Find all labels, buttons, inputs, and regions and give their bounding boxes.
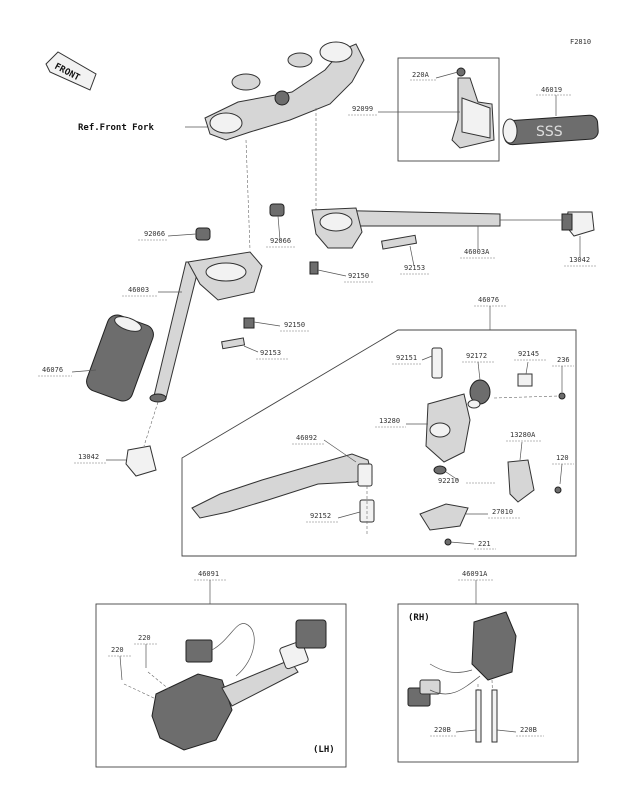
front-arrow-icon: FRONT	[45, 51, 97, 91]
label-46019: 46019	[541, 86, 562, 94]
left-switch-housing	[151, 619, 327, 751]
left-bar-end-weight	[125, 445, 157, 477]
label-92066-left: 92066	[144, 230, 165, 238]
label-220-lh-b: 220	[111, 646, 124, 654]
label-13280A: 13280A	[510, 431, 536, 439]
label-13042-left: 13042	[78, 453, 99, 461]
right-bar-end-weight	[561, 211, 595, 237]
label-92153-left: 92153	[260, 349, 281, 357]
upper-triple-clamp	[204, 41, 365, 141]
lever-switch	[507, 459, 535, 503]
label-46092: 46092	[296, 434, 317, 442]
label-13042-right: 13042	[569, 256, 590, 264]
adjuster-knob	[467, 379, 491, 409]
rh-tag: (RH)	[408, 613, 430, 623]
label-46003A: 46003A	[464, 248, 490, 256]
label-46003: 46003	[128, 286, 149, 294]
label-46076-grip: 46076	[42, 366, 63, 374]
label-220B-a: 220B	[434, 726, 451, 734]
svg-text:SSS: SSS	[536, 124, 563, 140]
label-92172: 92172	[466, 352, 487, 360]
label-220-lh-a: 220	[138, 634, 151, 642]
label-221: 221	[478, 540, 491, 548]
clutch-lever	[191, 453, 373, 519]
label-46076-assembly: 46076	[478, 296, 499, 304]
label-92145: 92145	[518, 350, 539, 358]
throttle-pipe	[451, 67, 495, 149]
label-92151: 92151	[396, 354, 417, 362]
lh-tag: (LH)	[313, 745, 335, 755]
label-220A: 220A	[412, 71, 430, 79]
label-92099: 92099	[352, 105, 373, 113]
label-120: 120	[556, 454, 569, 462]
spring-part	[517, 373, 533, 387]
right-switch-housing	[407, 611, 517, 707]
label-92066-right: 92066	[270, 237, 291, 245]
label-13280: 13280	[379, 417, 400, 425]
figure-code: F2810	[570, 38, 591, 46]
lever-holder	[425, 347, 471, 475]
label-92153-right: 92153	[404, 264, 425, 272]
right-grip: SSS	[502, 114, 599, 146]
label-92152: 92152	[310, 512, 331, 520]
label-236: 236	[557, 356, 570, 364]
left-grip	[86, 314, 154, 402]
right-handlebar	[269, 203, 501, 275]
left-handlebar	[149, 227, 263, 403]
ref-front-fork-text: Ref.Front Fork	[78, 123, 154, 133]
label-92150-right: 92150	[348, 272, 369, 280]
label-46091A: 46091A	[462, 570, 488, 578]
bracket-part	[419, 503, 469, 531]
label-27010: 27010	[492, 508, 513, 516]
label-92210: 92210	[438, 477, 459, 485]
label-46091: 46091	[198, 570, 219, 578]
label-220B-b: 220B	[520, 726, 537, 734]
label-92150-left: 92150	[284, 321, 305, 329]
